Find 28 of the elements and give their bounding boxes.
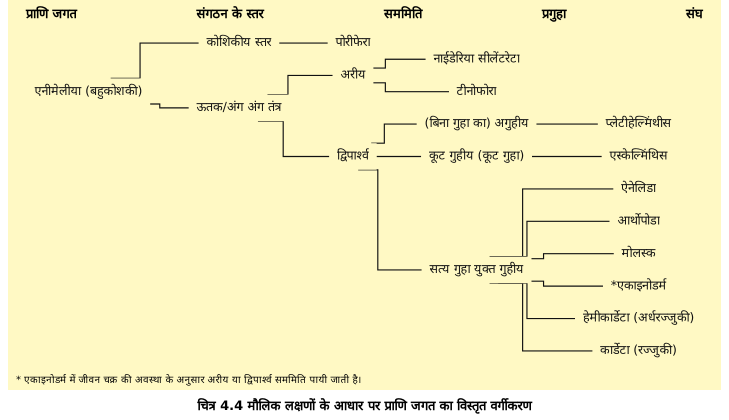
- column-heading: सममिति: [384, 5, 422, 22]
- connector-line: [258, 120, 330, 158]
- connector-line: [373, 82, 449, 92]
- connector-line: [373, 58, 426, 69]
- column-heading: संघ: [686, 6, 703, 22]
- connector-line: [531, 280, 603, 287]
- connector-line: [531, 253, 614, 260]
- figure-caption: चित्र 4.4 मौलिक लक्षणों के आधार पर प्राणि जगत का विस्तृत वर्गीकरण: [196, 397, 534, 416]
- connector-line: [150, 103, 189, 108]
- taxon-label: ऊतक/अंग अंग तंत्र: [188, 94, 290, 122]
- connector-line: [490, 188, 614, 258]
- connector-line: [490, 282, 592, 352]
- taxon-label: द्विपार्श्व: [329, 143, 377, 170]
- footnote: * एकाइनोडर्म में जीवन चक्र की अवस्था के अनुसार अरीय या द्विपार्श्व सममिति पायी जाती है।: [16, 375, 362, 386]
- connector-line: [110, 42, 199, 79]
- connector-line: [371, 124, 417, 144]
- taxon-label: टीनोफोरा: [449, 78, 504, 105]
- taxon-label: सत्य गुहा युक्त गुहीय: [422, 256, 532, 284]
- connector-line: [358, 169, 422, 270]
- connector-line: [376, 156, 422, 158]
- connector-line: [536, 124, 598, 125]
- column-heading: प्रगुहा: [542, 6, 566, 22]
- connector-line: [279, 42, 328, 44]
- column-heading: प्राणि जगत: [26, 5, 77, 22]
- taxon-label: आर्थोपोडा: [610, 208, 668, 235]
- column-heading: संगठन के स्तर: [196, 5, 264, 22]
- connector-line: [532, 156, 602, 158]
- connector-line: [267, 74, 333, 96]
